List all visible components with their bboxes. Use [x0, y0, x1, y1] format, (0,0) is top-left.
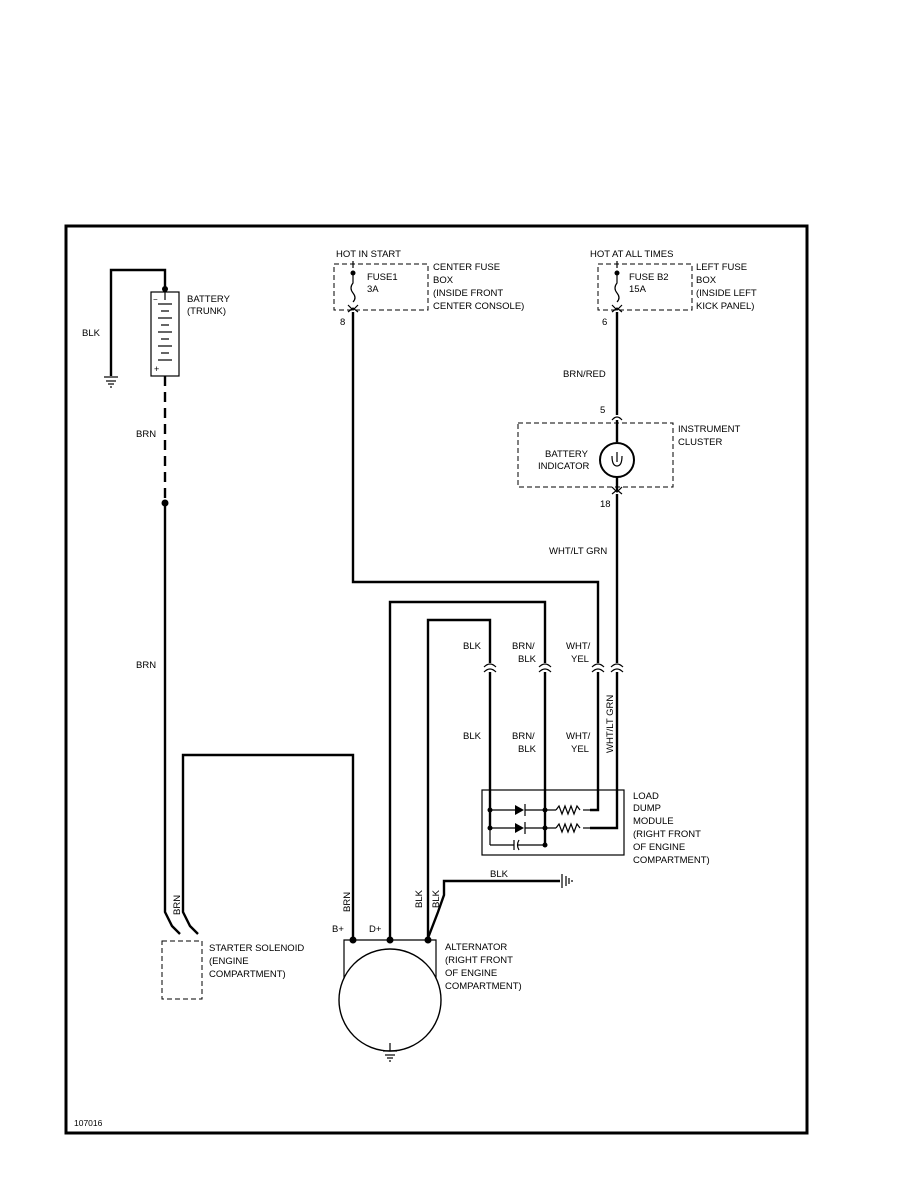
ldm-label-4: (RIGHT FRONT — [633, 829, 701, 840]
d-plus-brn-blk-wire — [388, 600, 547, 938]
ground-icon — [383, 1043, 397, 1062]
connector-brn-blk-lower-2: BLK — [518, 744, 537, 755]
fuse1-box-line-3: (INSIDE FRONT — [433, 288, 503, 299]
battery-label: BATTERY — [187, 294, 231, 305]
load-dump-module: LOAD DUMP MODULE (RIGHT FRONT OF ENGINE … — [481, 789, 710, 866]
cluster-pin-in: 5 — [600, 405, 605, 416]
starter-wire-label: BRN — [172, 895, 183, 915]
diagram-frame — [64, 224, 809, 1135]
connector-brn-blk-lower-1: BRN/ — [512, 731, 535, 742]
ground-wire-label: BLK — [490, 869, 509, 880]
ldm-label-5: OF ENGINE — [633, 842, 685, 853]
brn-red-wire-label: BRN/RED — [563, 369, 606, 380]
battery: − + BATTERY (TRUNK) — [150, 286, 231, 377]
alternator-label-3: OF ENGINE — [445, 968, 497, 979]
fuse1-output-wire — [351, 312, 600, 663]
fuse1-hot-label: HOT IN START — [336, 249, 401, 260]
instrument-cluster-box — [517, 422, 674, 488]
alternator-label-4: COMPARTMENT) — [445, 981, 522, 992]
resistor-icon — [555, 822, 581, 834]
ground-icon — [561, 874, 573, 888]
starter-solenoid-location-1: (ENGINE — [209, 956, 249, 967]
battery-brn-wire — [163, 503, 181, 935]
svg-text:−: − — [153, 295, 158, 304]
ldm-label-2: DUMP — [633, 803, 661, 814]
battery-ground-wire — [109, 268, 167, 376]
fuse1-box-line-1: CENTER FUSE — [433, 262, 500, 273]
alternator-brn-label: BRN — [342, 892, 353, 912]
alternator: BRN BLK BLK B+ D+ ALTERNATOR (RIGHT FRON… — [332, 889, 522, 1062]
starter-solenoid-box — [161, 940, 203, 1000]
diagram-id: 107016 — [74, 1118, 103, 1128]
ldm-wht-yel-wire — [590, 672, 600, 812]
alternator-ground-wire — [426, 879, 560, 939]
blk-wire — [426, 618, 492, 938]
battery-brn-lower-label: BRN — [136, 660, 156, 671]
diode-icon — [515, 823, 524, 833]
fuse-b2-box — [597, 263, 693, 311]
connector-wht-yel-lower-1: WHT/ — [566, 731, 591, 742]
alternator-b-plus-label: B+ — [332, 924, 344, 935]
connector-brn-blk-upper-1: BRN/ — [512, 641, 535, 652]
battery-brn-upper-label: BRN — [136, 429, 156, 440]
fuse1-box — [333, 263, 429, 311]
battery-indicator-label-1: BATTERY — [545, 449, 589, 460]
instrument-cluster-label-2: CLUSTER — [678, 437, 722, 448]
wht-lt-grn-wire-label: WHT/LT GRN — [549, 546, 607, 557]
harness-connectors — [483, 663, 624, 673]
connector-blk-label-lower: BLK — [463, 731, 482, 742]
ldm-label-6: COMPARTMENT) — [633, 855, 710, 866]
svg-text:+: + — [154, 364, 159, 374]
alternator-d-plus-label: D+ — [369, 924, 382, 935]
fuse-b2-box-line-1: LEFT FUSE — [696, 262, 747, 273]
load-dump-module-box — [481, 789, 625, 856]
alternator-label-2: (RIGHT FRONT — [445, 955, 513, 966]
instrument-cluster: 5 BATTERY INDICATOR INSTRUMENT CLUSTER 1… — [517, 405, 740, 510]
fuse-icon — [350, 275, 356, 303]
battery-indicator-label-2: INDICATOR — [538, 461, 590, 472]
ldm-label-1: LOAD — [633, 791, 659, 802]
connector-wht-yel-upper-2: YEL — [571, 654, 589, 665]
fuse1-box-line-2: BOX — [433, 275, 454, 286]
ldm-label-3: MODULE — [633, 816, 674, 827]
fuse-b2-rating: 15A — [629, 284, 647, 295]
alternator-icon — [338, 948, 442, 1052]
starter-solenoid-location-2: COMPARTMENT) — [209, 969, 286, 980]
fuse1: HOT IN START FUSE1 3A CENTER FUSE BOX (I… — [333, 249, 524, 328]
starter-brn-wire — [181, 753, 355, 938]
fuse-b2-hot-label: HOT AT ALL TIMES — [590, 249, 673, 260]
fuse-b2-box-line-3: (INSIDE LEFT — [696, 288, 757, 299]
fuse1-name: FUSE1 — [367, 272, 398, 283]
fuse1-pin: 8 — [340, 317, 345, 328]
battery-ground-wire-label: BLK — [82, 328, 101, 339]
alternator-label-1: ALTERNATOR — [445, 942, 507, 953]
ground-icon — [104, 376, 118, 388]
ldm-wht-lt-grn-wire — [590, 672, 619, 830]
connector-wht-yel-lower-2: YEL — [571, 744, 589, 755]
starter-solenoid-label: STARTER SOLENOID — [209, 943, 304, 954]
fuse-icon — [614, 275, 620, 303]
instrument-cluster-label-1: INSTRUMENT — [678, 424, 740, 435]
fuse-b2-name: FUSE B2 — [629, 272, 669, 283]
connector-brn-blk-upper-2: BLK — [518, 654, 537, 665]
fuse-b2-box-line-2: BOX — [696, 275, 717, 286]
battery-location: (TRUNK) — [187, 306, 226, 317]
connector-blk-label-upper: BLK — [463, 641, 482, 652]
resistor-icon — [555, 804, 581, 816]
fuse-b2: HOT AT ALL TIMES FUSE B2 15A LEFT FUSE B… — [590, 249, 757, 328]
fuse-b2-box-line-4: KICK PANEL) — [696, 301, 754, 312]
cluster-pin-out: 18 — [600, 499, 611, 510]
alternator-blk-label-1: BLK — [414, 889, 425, 908]
connector-wht-lt-grn-vertical-label: WHT/LT GRN — [605, 695, 616, 753]
fuse1-rating: 3A — [367, 284, 379, 295]
fuse-b2-pin: 6 — [602, 317, 607, 328]
alternator-blk-label-2: BLK — [431, 889, 442, 908]
diode-icon — [515, 805, 524, 815]
connector-wht-yel-upper-1: WHT/ — [566, 641, 591, 652]
fuse1-box-line-4: CENTER CONSOLE) — [433, 301, 524, 312]
